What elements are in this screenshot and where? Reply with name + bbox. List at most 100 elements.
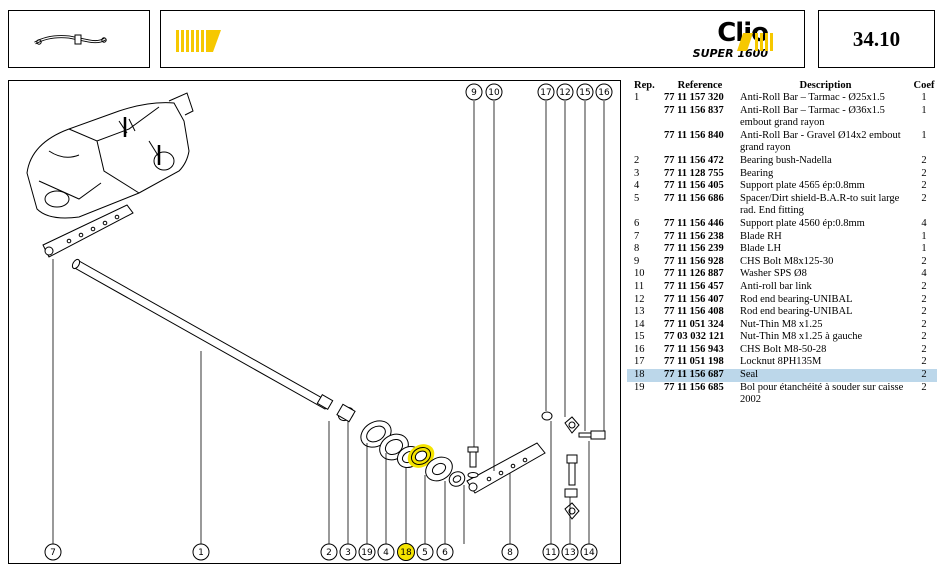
svg-text:2: 2	[326, 548, 332, 558]
row-reference: 77 11 156 407	[664, 293, 724, 305]
brand-logo: Clio SUPER 1600	[693, 20, 769, 60]
page-number-box: 34.10	[818, 10, 935, 68]
row-rep: 1	[634, 92, 640, 103]
row-coef: 1	[921, 230, 927, 242]
callout-19: 19	[358, 543, 376, 561]
row-description: Anti-Roll Bar – Tarmac - Ø25x1.5	[740, 92, 885, 103]
svg-text:16: 16	[598, 88, 610, 98]
row-coef: 2	[921, 318, 927, 330]
callout-17: 17	[537, 83, 555, 101]
svg-text:6: 6	[442, 548, 448, 558]
row-coef: 2	[921, 255, 927, 267]
callout-8: 8	[501, 543, 519, 561]
row-reference: 77 11 156 928	[664, 255, 724, 267]
row-description: CHS Bolt M8x125-30	[740, 255, 834, 267]
row-description: Nut-Thin M8 x1.25	[740, 318, 823, 330]
svg-text:17: 17	[540, 88, 551, 98]
col-coef: Coef	[913, 80, 935, 91]
row-description: Spacer/Dirt shield-B.A.R-to suit large r…	[740, 192, 900, 217]
row-rep: 19	[634, 381, 645, 393]
callout-7: 7	[44, 543, 62, 561]
callout-10: 10	[485, 83, 503, 101]
table-row: 4 77 11 156 405 Support plate 4565 ép:0.8m…	[627, 180, 937, 193]
row-reference: 77 11 156 405	[664, 180, 724, 192]
anti-roll-bar-thumbnail-icon	[34, 34, 107, 45]
row-description: Blade LH	[740, 243, 782, 255]
col-rep: Rep.	[634, 80, 655, 91]
callouts-bottom: 7 1 2 3 19 4 18 5 6 8 11 13 14	[44, 543, 598, 561]
row-reference: 77 11 156 837	[664, 104, 724, 116]
row-description: Rod end bearing-UNIBAL	[740, 293, 853, 305]
row-reference: 77 03 032 121	[664, 331, 725, 343]
support-plates	[425, 456, 466, 487]
callout-13: 13	[561, 543, 579, 561]
row-rep: 6	[634, 217, 640, 229]
svg-text:19: 19	[361, 548, 373, 558]
anti-roll-bar	[71, 258, 334, 411]
callout-5: 5	[416, 543, 434, 561]
header-thumbnail-box	[8, 10, 150, 68]
row-reference: 77 11 156 687	[664, 369, 736, 382]
row-coef: 1	[921, 92, 927, 103]
row-coef: 2	[921, 293, 927, 305]
svg-text:14: 14	[583, 548, 595, 558]
row-reference: 77 11 156 685	[664, 381, 724, 393]
row-coef: 2	[921, 343, 927, 355]
callout-leaders	[52, 101, 605, 544]
row-reference: 77 11 156 686	[664, 192, 724, 204]
seal-part-highlighted	[407, 444, 435, 468]
row-rep	[627, 105, 664, 130]
row-rep: 15	[634, 331, 645, 343]
callout-16: 16	[595, 83, 613, 101]
row-coef: 2	[921, 192, 927, 204]
row-description: Nut-Thin M8 x1.25 à gauche	[740, 331, 863, 343]
page-number: 34.10	[852, 26, 901, 51]
svg-text:8: 8	[507, 548, 513, 558]
hardware-parts	[467, 411, 606, 520]
callout-14: 14	[580, 543, 598, 561]
row-description: Seal	[736, 369, 911, 382]
row-description: Support plate 4565 ép:0.8mm	[740, 180, 865, 192]
svg-text:13: 13	[564, 548, 575, 558]
row-description: Support plate 4560 ép:0.8mm	[740, 217, 865, 229]
callout-15: 15	[576, 83, 594, 101]
row-description: Locknut 8PH135M	[740, 356, 822, 368]
row-rep: 17	[634, 356, 645, 368]
row-description: Anti-roll bar link	[740, 280, 812, 292]
row-rep: 16	[634, 343, 645, 355]
row-reference: 77 11 156 472	[664, 154, 724, 166]
row-coef: 2	[921, 306, 927, 318]
row-rep: 4	[634, 180, 640, 192]
row-reference: 77 11 156 446	[664, 217, 724, 229]
svg-text:5: 5	[422, 548, 428, 558]
col-description: Description	[799, 80, 852, 91]
callout-1: 1	[192, 543, 210, 561]
row-reference: 77 11 051 324	[664, 318, 724, 330]
row-rep: 2	[634, 154, 640, 166]
row-reference: 77 11 156 457	[664, 280, 724, 292]
table-row: 15 77 03 032 121 Nut-Thin M8 x1.25 à gauch…	[627, 331, 937, 344]
callout-4: 4	[377, 543, 395, 561]
row-rep	[627, 130, 664, 155]
row-rep: 7	[634, 230, 640, 242]
callouts-top: 9 10 17 12 15 16	[465, 83, 613, 101]
svg-text:10: 10	[488, 88, 500, 98]
row-coef: 2	[921, 356, 927, 368]
row-coef: 2	[921, 331, 927, 343]
row-coef: 2	[921, 167, 927, 179]
row-coef: 1	[921, 129, 927, 141]
